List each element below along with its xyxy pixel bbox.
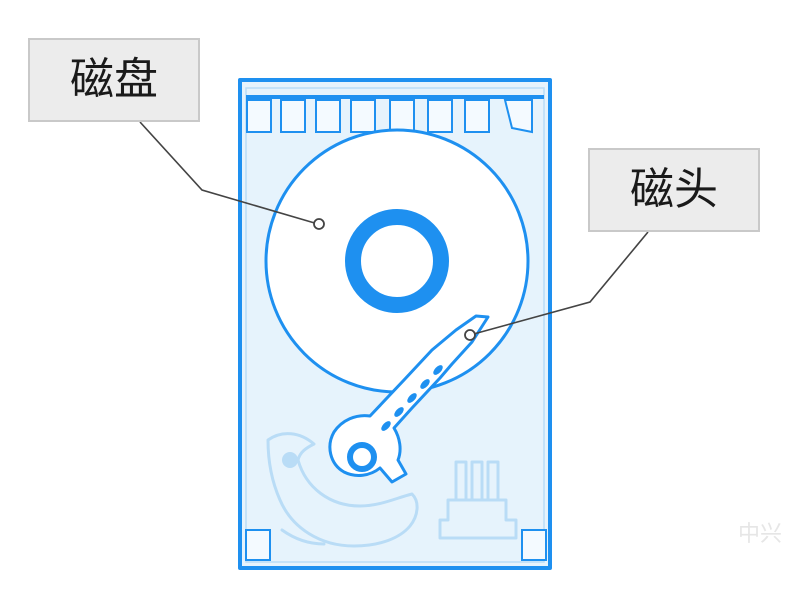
drive-bottom-right-pad <box>521 529 547 561</box>
leader-line-disk <box>139 121 319 225</box>
platter-outer <box>264 128 530 394</box>
arm-slots <box>381 365 443 431</box>
leader-line-head <box>469 231 649 336</box>
watermark-text: 中兴 <box>738 522 783 547</box>
whale-icon <box>266 432 419 548</box>
drive-bottom-left-pad <box>245 529 271 561</box>
disk-platter <box>264 128 530 394</box>
label-head: 磁头 <box>588 148 760 232</box>
head-pointer-dot <box>464 329 476 341</box>
drive-inner-border <box>245 87 545 563</box>
label-disk: 磁盘 <box>28 38 200 122</box>
spindle-ring <box>345 209 449 313</box>
disk-pointer-dot <box>313 218 325 230</box>
drive-top-slots <box>246 99 533 134</box>
connector-icon <box>438 460 518 540</box>
leader-lines <box>139 121 649 336</box>
head-arm <box>328 314 490 484</box>
arm-pivot-ring <box>347 442 377 472</box>
